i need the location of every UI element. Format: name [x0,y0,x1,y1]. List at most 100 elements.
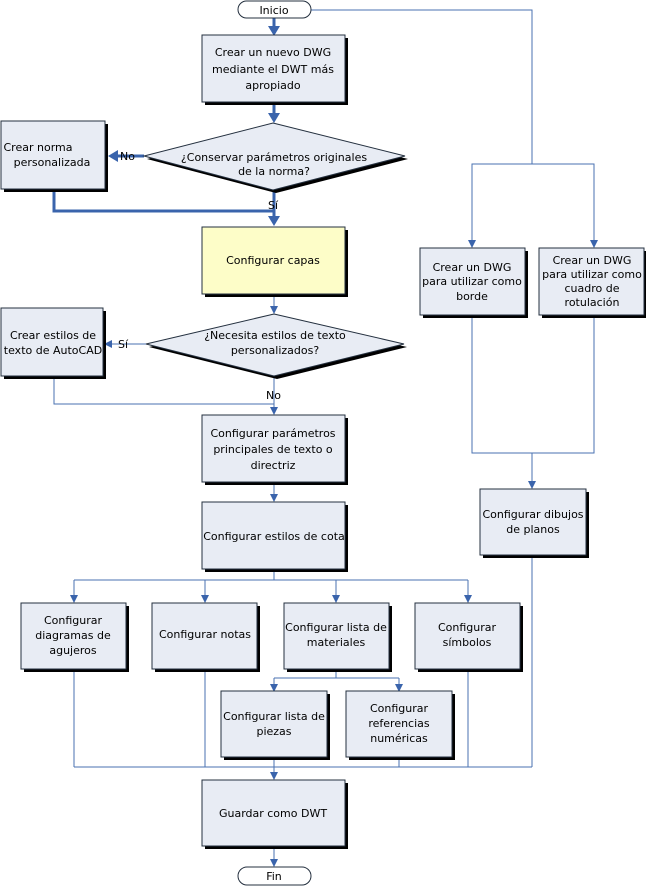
arrow-head [270,772,278,780]
node-estilos-cota-line-1: Configurar estilos de cota [203,530,345,543]
node-estilos-autocad: Crear estilos de texto de AutoCAD [0,307,106,379]
node-lista-materiales-line-2: materiales [307,636,366,649]
node-notas-line-1: Configurar notas [159,628,251,641]
node-dwg-rotulacion: Crear un DWG para utilizar como cuadro d… [538,247,646,318]
node-dwg-rotulacion-line-2: para utilizar como [542,268,642,281]
node-dibujos-planos-shape [479,488,587,556]
node-guardar-line-1: Guardar como DWT [219,807,327,820]
node-notas-shape [151,602,258,670]
node-dibujos-planos-line-1: Configurar dibujos [482,508,583,521]
node-dwg-borde: Crear un DWG para utilizar como borde [419,247,528,318]
node-nuevo-dwg-line-2: mediante el DWT más [212,63,334,76]
node-referencias-shape [345,690,453,758]
edge-label-conservar-si: Sí [268,199,279,212]
node-dwg-rotulacion-line-1: Crear un DWG [553,254,632,267]
node-capas: Configurar capas [201,226,348,297]
arrow-head [468,240,476,248]
connector-autocad-join [53,378,274,405]
node-guardar-shape [201,779,346,847]
node-capas-line-1: Configurar capas [226,254,320,267]
arrow-head [270,407,278,415]
terminal-start: Inicio [237,0,312,19]
arrow-head [268,26,280,36]
node-dwg-borde-shape [419,247,526,316]
node-diagramas-agujeros-line-1: Configurar [44,614,103,627]
node-simbolos-line-1: Configurar [438,621,497,634]
node-referencias-line-1: Configurar [370,702,429,715]
decision-estilos-texto-shape [145,313,405,377]
node-simbolos-shape [414,602,521,670]
arrow-head [104,340,112,348]
decision-conservar: ¿Conservar parámetros originales de la n… [142,122,408,193]
node-referencias: Configurar referencias numéricas [345,690,455,760]
edge-label-estilos-si: Sí [118,338,129,351]
decision-estilos-texto-line-2: personalizados? [231,344,320,357]
connector-norma-join [52,191,274,213]
node-guardar: Guardar como DWT [201,779,348,849]
node-lista-materiales: Configurar lista de materiales [283,602,392,672]
terminal-start-label: Inicio [259,4,288,17]
node-lista-piezas: Configurar lista de piezas [220,690,330,760]
node-simbolos: Configurar símbolos [414,602,523,672]
terminal-start-shape [237,0,312,19]
arrow-head [270,859,278,867]
node-referencias-line-3: numéricas [370,732,428,745]
connector-branch-rotulacion [532,163,595,245]
arrow-head [395,684,403,692]
terminal-end: Fin [237,866,312,886]
node-diagramas-agujeros-line-2: diagramas de [35,629,111,642]
node-nuevo-dwg: Crear un nuevo DWG mediante el DWT más a… [201,34,348,105]
terminal-end-label: Fin [266,870,282,883]
arrow-head [270,684,278,692]
node-parametros-texto: Configurar parámetros principales de tex… [201,414,348,485]
decision-estilos-texto: ¿Necesita estilos de texto personalizado… [145,313,407,379]
node-norma-personalizada-shape [0,120,106,190]
arrow-head [332,595,340,603]
node-lista-materiales-shape [283,602,390,670]
node-estilos-autocad-line-2: texto de AutoCAD [4,344,102,357]
arrow-head [268,113,280,123]
connectors [52,9,598,867]
arrow-head [201,595,209,603]
arrow-head [270,494,278,502]
node-diagramas-agujeros: Configurar diagramas de agujeros [20,602,129,672]
node-dwg-rotulacion-shape [538,247,645,316]
edge-label-estilos-no: No [266,389,281,402]
node-lista-materiales-line-1: Configurar lista de [285,621,387,634]
node-parametros-texto-line-3: directriz [251,459,296,472]
node-parametros-texto-shape [201,414,346,483]
arrow-head [590,240,598,248]
node-dwg-borde-line-2: para utilizar como [422,275,522,288]
node-dibujos-planos-line-2: de planos [506,523,560,536]
arrow-head [464,595,472,603]
arrow-head [528,481,536,489]
decision-estilos-texto-line-1: ¿Necesita estilos de texto [204,329,346,342]
node-lista-piezas-line-2: piezas [256,725,291,738]
terminal-end-shape [237,866,312,886]
node-estilos-cota-shape [201,501,346,570]
decision-conservar-line-2: de la norma? [238,165,310,178]
decision-conservar-line-1: ¿Conservar parámetros originales [181,151,367,164]
node-simbolos-line-2: símbolos [443,636,492,649]
node-estilos-autocad-shape [0,307,104,377]
node-lista-piezas-shape [220,690,328,758]
connector-right-join [471,316,595,454]
node-lista-piezas-line-1: Configurar lista de [223,710,325,723]
arrow-head [70,595,78,603]
arrow-head [108,150,118,162]
arrow-head [270,306,278,314]
node-norma-personalizada-line-2: personalizada [14,156,91,169]
node-nuevo-dwg-shape [201,34,346,103]
node-dibujos-planos: Configurar dibujos de planos [479,488,589,558]
node-diagramas-agujeros-line-3: agujeros [49,644,97,657]
node-parametros-texto-line-1: Configurar parámetros [210,427,335,440]
node-dwg-borde-line-3: borde [456,290,488,303]
node-norma-personalizada-line-1: Crear norma [4,141,73,154]
node-capas-shape [201,226,346,295]
node-nuevo-dwg-line-1: Crear un nuevo DWG [215,46,331,59]
node-notas: Configurar notas [151,602,260,672]
node-dwg-rotulacion-line-3: cuadro de [565,282,620,295]
node-dwg-rotulacion-line-4: rotulación [565,296,620,309]
node-diagramas-agujeros-shape [20,602,127,670]
